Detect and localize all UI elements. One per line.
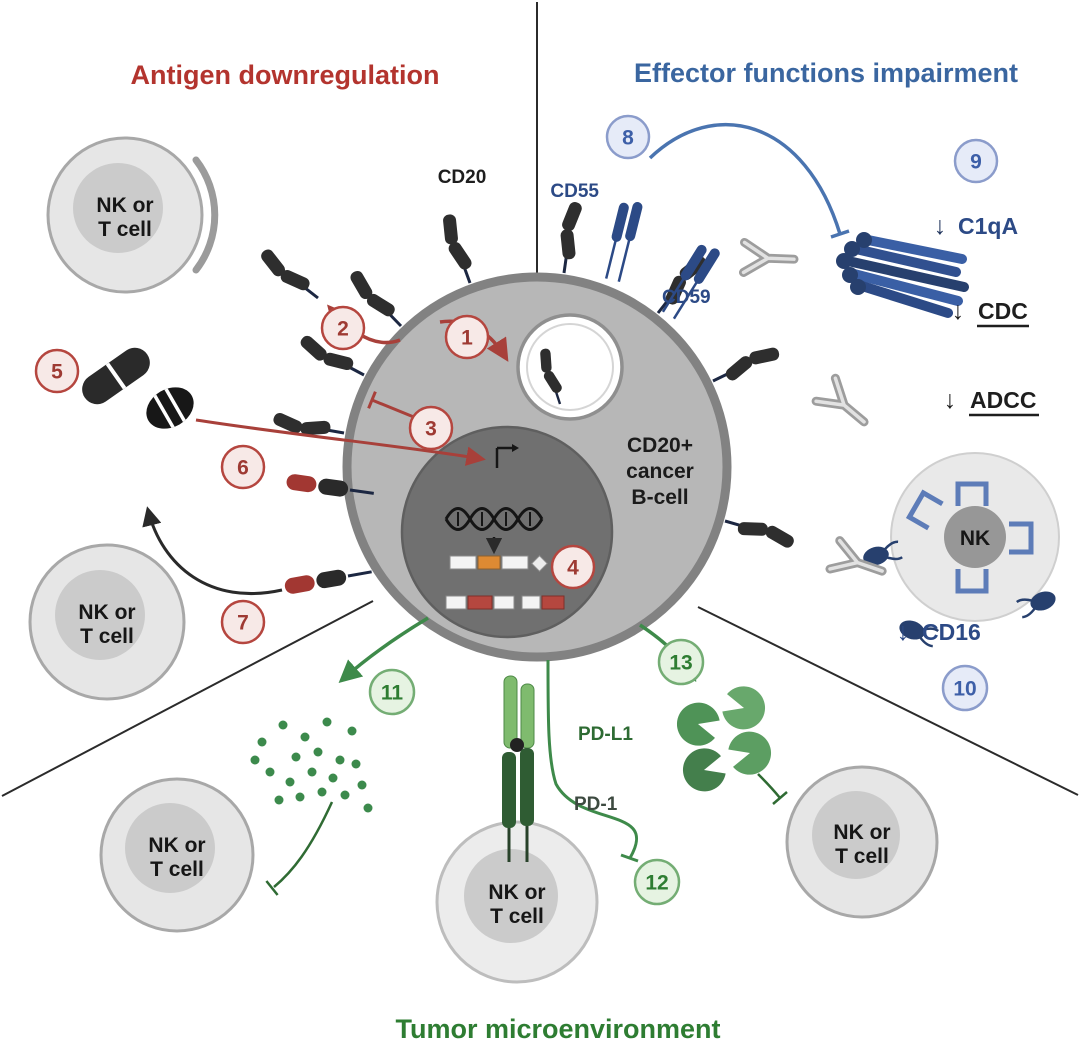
badge-3: 3 — [408, 405, 454, 451]
svg-text:8: 8 — [622, 127, 634, 150]
cd55-label: CD55 — [550, 181, 599, 202]
nk-t-cell-bottom-right: NK or T cell — [785, 765, 939, 919]
cytokine-dots — [250, 717, 373, 813]
nk-t-label: T cell — [80, 625, 134, 648]
internalization-vesicle — [516, 313, 624, 421]
pdl1-label: PD-L1 — [578, 724, 633, 745]
pdl1-molecule — [503, 675, 518, 749]
enzyme-inhibition-line — [757, 773, 781, 799]
adcc-label: ADCC — [970, 387, 1036, 413]
secretion-arrow-left — [338, 616, 429, 684]
complement-inhibition-arc — [648, 123, 842, 235]
cdc-label: CDC — [978, 298, 1028, 324]
release-arrow — [142, 506, 283, 596]
svg-text:13: 13 — [669, 652, 692, 675]
pd1-label: PD-1 — [574, 794, 618, 815]
antibody-icon — [743, 242, 794, 274]
cell-label: cancer — [626, 460, 694, 483]
cell-label: CD20+ — [627, 434, 693, 457]
svg-text:6: 6 — [237, 457, 249, 480]
enzyme-shapes — [672, 682, 776, 797]
cytokine-inhibition-line — [273, 801, 334, 888]
molecule-labels: CD20 CD55 CD59 ↓ C1qA ↓ CDC ↓ ADCC ↓ CD1… — [438, 167, 1039, 815]
svg-text:4: 4 — [567, 557, 579, 580]
svg-text:3: 3 — [425, 418, 437, 441]
cd59-receptor-icon — [657, 238, 723, 323]
badge-1: 1 — [444, 314, 490, 360]
gene-segments — [445, 555, 565, 610]
svg-text:5: 5 — [51, 361, 63, 384]
nk-t-label: NK or — [78, 601, 135, 624]
svg-text:2: 2 — [337, 318, 349, 341]
nk-cell-right: NK — [859, 452, 1060, 649]
nk-t-cell-bottom-center: NK or T cell — [435, 820, 599, 984]
badge-6: 6 — [220, 444, 266, 490]
badge-9: 9 — [953, 138, 999, 184]
badge-12: 12 — [633, 858, 681, 906]
down-arrow-icon: ↓ — [934, 212, 947, 240]
badge-7: 7 — [220, 599, 266, 645]
drug-pills-icon — [82, 347, 194, 430]
nk-label: NK — [960, 527, 990, 550]
nk-t-label: T cell — [835, 845, 889, 868]
cd55-receptor-icon — [600, 196, 645, 285]
cd20-label: CD20 — [438, 167, 487, 188]
pd1-molecule — [502, 752, 516, 828]
cd16-label: CD16 — [922, 619, 981, 645]
badge-13: 13 — [657, 638, 705, 686]
pd1-inhibition-line — [546, 659, 639, 859]
nk-t-label: NK or — [148, 834, 205, 857]
section-dividers — [1, 2, 1079, 797]
nk-t-label: NK or — [833, 821, 890, 844]
pd-l1-pd-1-complex — [502, 659, 639, 863]
title-tumor-microenvironment: Tumor microenvironment — [395, 1014, 720, 1044]
cancer-b-cell: CD20+ cancer B-cell — [342, 272, 732, 662]
down-arrow-icon: ↓ — [952, 297, 965, 325]
drug-to-nucleus-arrow — [195, 418, 486, 466]
shed-cd20-icon — [252, 243, 326, 308]
transcription-symbol — [495, 444, 519, 468]
down-arrow-icon: ↓ — [897, 618, 910, 646]
c1q-complex-icon — [836, 232, 969, 318]
cd59-label: CD59 — [662, 287, 711, 308]
nk-t-label: NK or — [488, 881, 545, 904]
nk-t-cell-mid-left: NK or T cell — [28, 543, 186, 701]
nk-t-label: NK or — [96, 194, 153, 217]
svg-text:7: 7 — [237, 612, 249, 635]
conjugate-icon — [282, 562, 375, 597]
step-badges: 1 2 3 4 5 6 7 8 9 10 11 12 13 — [34, 114, 999, 906]
svg-text:10: 10 — [953, 678, 976, 701]
badge-11: 11 — [368, 668, 416, 716]
cell-label: B-cell — [631, 486, 688, 509]
antibody-icon — [816, 378, 874, 433]
badge-8: 8 — [605, 114, 651, 160]
nk-t-label: T cell — [98, 218, 152, 241]
svg-text:12: 12 — [645, 872, 668, 895]
nk-t-label: T cell — [490, 905, 544, 928]
nk-t-cell-top-left: NK or T cell — [46, 136, 219, 294]
title-antigen-downregulation: Antigen downregulation — [131, 60, 440, 90]
badge-4: 4 — [550, 544, 596, 590]
down-arrow-icon: ↓ — [944, 386, 957, 414]
synapse-arc — [192, 156, 219, 274]
badge-10: 10 — [941, 664, 989, 712]
dna-helix-icon — [444, 507, 544, 531]
badge-5: 5 — [34, 348, 80, 394]
nk-t-cell-bottom-left: NK or T cell — [99, 777, 255, 933]
svg-text:9: 9 — [970, 151, 982, 174]
nk-t-label: T cell — [150, 858, 204, 881]
title-effector-impairment: Effector functions impairment — [634, 58, 1018, 88]
c1qa-label: C1qA — [958, 213, 1018, 239]
badge-2: 2 — [320, 305, 366, 351]
svg-text:11: 11 — [381, 682, 404, 705]
svg-text:1: 1 — [461, 327, 473, 350]
